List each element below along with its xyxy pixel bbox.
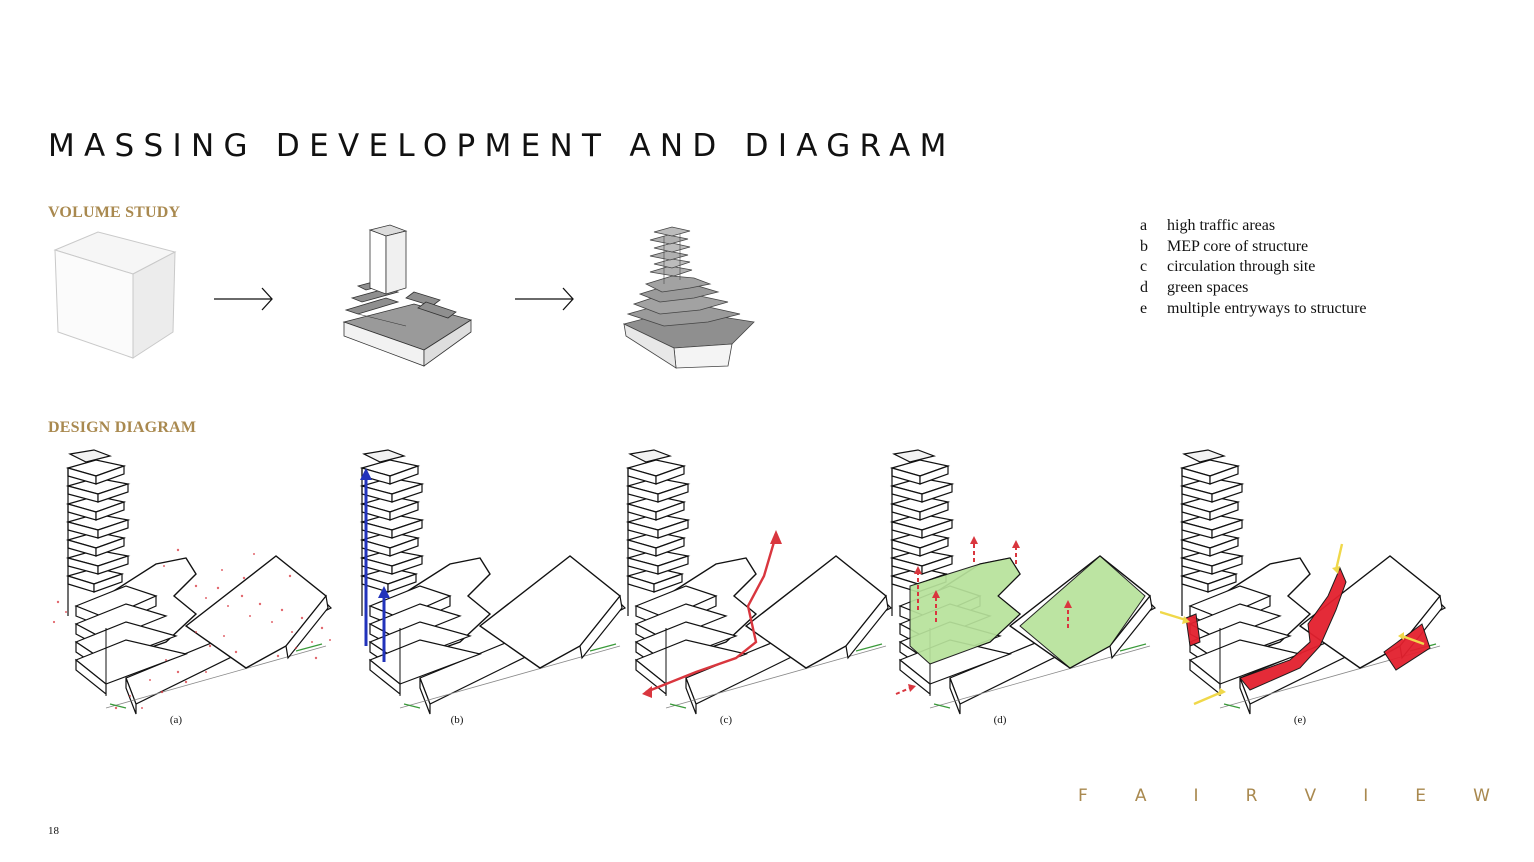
brand-letter: I — [1363, 786, 1369, 806]
caption-a: (a) — [169, 714, 183, 726]
legend-item: a high traffic areas — [1140, 216, 1367, 237]
diagram-a-high-traffic — [52, 449, 332, 715]
diagram-b-mep-core — [360, 449, 626, 715]
legend-key: d — [1140, 279, 1148, 297]
brand-letter: F — [1078, 786, 1088, 806]
brand-letter: A — [1134, 786, 1147, 806]
core-arrow-icon — [360, 468, 390, 662]
legend-list: a high traffic areas b MEP core of structu… — [1140, 216, 1367, 320]
volume-box-model — [53, 231, 177, 359]
legend-item: d green spaces — [1140, 278, 1367, 299]
traffic-dots — [52, 548, 331, 710]
entry-arrow-icon — [1182, 616, 1190, 624]
legend-text: multiple entryways to structure — [1167, 299, 1367, 317]
circulation-arrow-icon — [642, 686, 652, 698]
entry-arrow-icon — [1218, 688, 1226, 696]
page-title: MASSING DEVELOPMENT AND DIAGRAM — [48, 128, 956, 164]
brand-letter: I — [1193, 786, 1199, 806]
legend-text: green spaces — [1167, 279, 1249, 297]
circulation-arrow-icon — [770, 530, 782, 544]
volume-podium-model — [342, 224, 472, 367]
arrow-icon — [515, 287, 574, 311]
brand-wordmark: F A I R V I E W — [1078, 786, 1490, 806]
legend-key: a — [1140, 217, 1148, 234]
legend-item: c circulation through site — [1140, 257, 1367, 278]
caption-b: (b) — [450, 714, 464, 726]
brand-letter: W — [1473, 786, 1490, 806]
brand-letter: R — [1245, 786, 1258, 806]
legend-key: c — [1140, 258, 1148, 276]
caption-c: (c) — [719, 714, 733, 726]
entry-arrow-icon — [1332, 566, 1340, 574]
legend-item: b MEP core of structure — [1140, 237, 1367, 258]
brand-letter: V — [1304, 786, 1317, 806]
arrow-icon — [214, 287, 273, 311]
caption-d: (d) — [993, 714, 1007, 726]
diagram-e-entryways — [1160, 449, 1446, 715]
circulation-path — [645, 541, 776, 694]
legend-key: e — [1140, 299, 1148, 317]
legend-text: high traffic areas — [1167, 217, 1276, 234]
diagram-c-circulation — [627, 449, 892, 715]
legend-key: b — [1140, 237, 1148, 255]
design-diagram-heading: DESIGN DIAGRAM — [48, 419, 197, 436]
volume-study-heading: VOLUME STUDY — [48, 204, 181, 221]
legend-text: circulation through site — [1167, 258, 1316, 276]
legend-item: e multiple entryways to structure — [1140, 299, 1367, 320]
volume-terraced-model — [622, 226, 755, 369]
diagram-d-green-spaces — [891, 449, 1156, 715]
caption-e: (e) — [1293, 714, 1307, 726]
entry-arrow-icon — [1398, 632, 1404, 640]
page-number: 18 — [48, 825, 59, 837]
brand-letter: E — [1415, 786, 1427, 806]
legend-text: MEP core of structure — [1167, 237, 1309, 255]
